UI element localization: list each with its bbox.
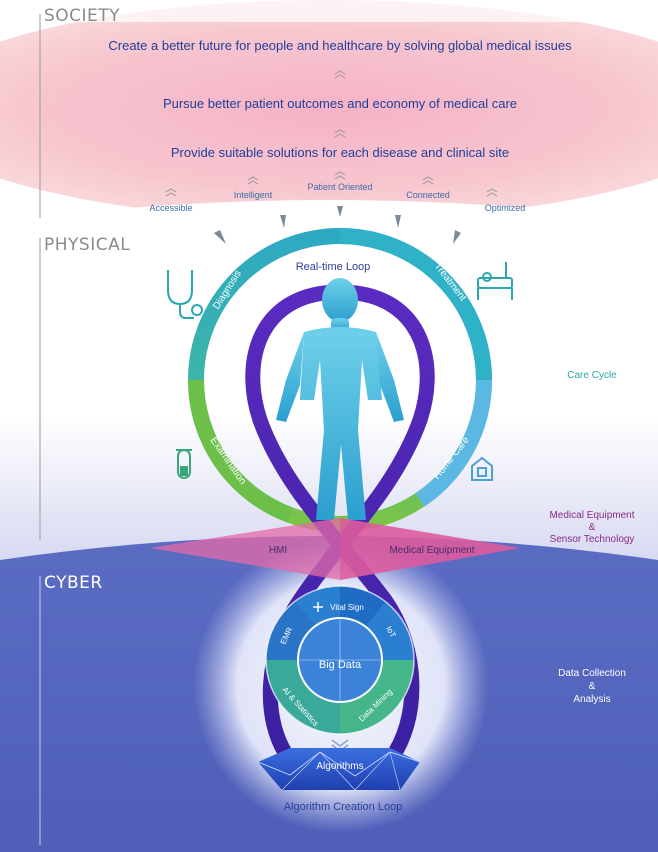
goal-1: Create a better future for people and he… — [108, 38, 572, 53]
data-side-label-2: & — [589, 681, 596, 692]
section-society: SOCIETY — [44, 6, 120, 26]
medical-equipment-label: Medical Equipment — [389, 545, 474, 556]
data-side-label-1: Data Collection — [558, 668, 626, 679]
equipment-side-label-1: Medical Equipment — [549, 510, 634, 521]
attribute-accessible: Accessible — [149, 203, 192, 213]
real-time-loop-label: Real-time Loop — [296, 261, 371, 273]
algorithms-label: Algorithms — [316, 761, 363, 772]
big-data-label: Big Data — [319, 659, 362, 671]
attribute-intelligent: Intelligent — [234, 190, 273, 200]
data-side-label-3: Analysis — [573, 694, 610, 705]
attribute-optimized: Optimized — [485, 203, 526, 213]
goal-2: Pursue better patient outcomes and econo… — [163, 96, 517, 111]
care-cycle-label: Care Cycle — [567, 370, 617, 381]
attribute-patient-oriented: Patient Oriented — [307, 182, 372, 192]
equipment-side-label-3: Sensor Technology — [550, 534, 635, 545]
algorithm-loop-label: Algorithm Creation Loop — [284, 801, 403, 813]
section-physical: PHYSICAL — [44, 235, 130, 255]
attribute-connected: Connected — [406, 190, 450, 200]
section-cyber: CYBER — [44, 573, 103, 593]
equipment-side-label-2: & — [589, 522, 596, 533]
segment-vital-sign: Vital Sign — [330, 603, 364, 612]
goal-3: Provide suitable solutions for each dise… — [171, 145, 509, 160]
hmi-label: HMI — [269, 545, 287, 556]
